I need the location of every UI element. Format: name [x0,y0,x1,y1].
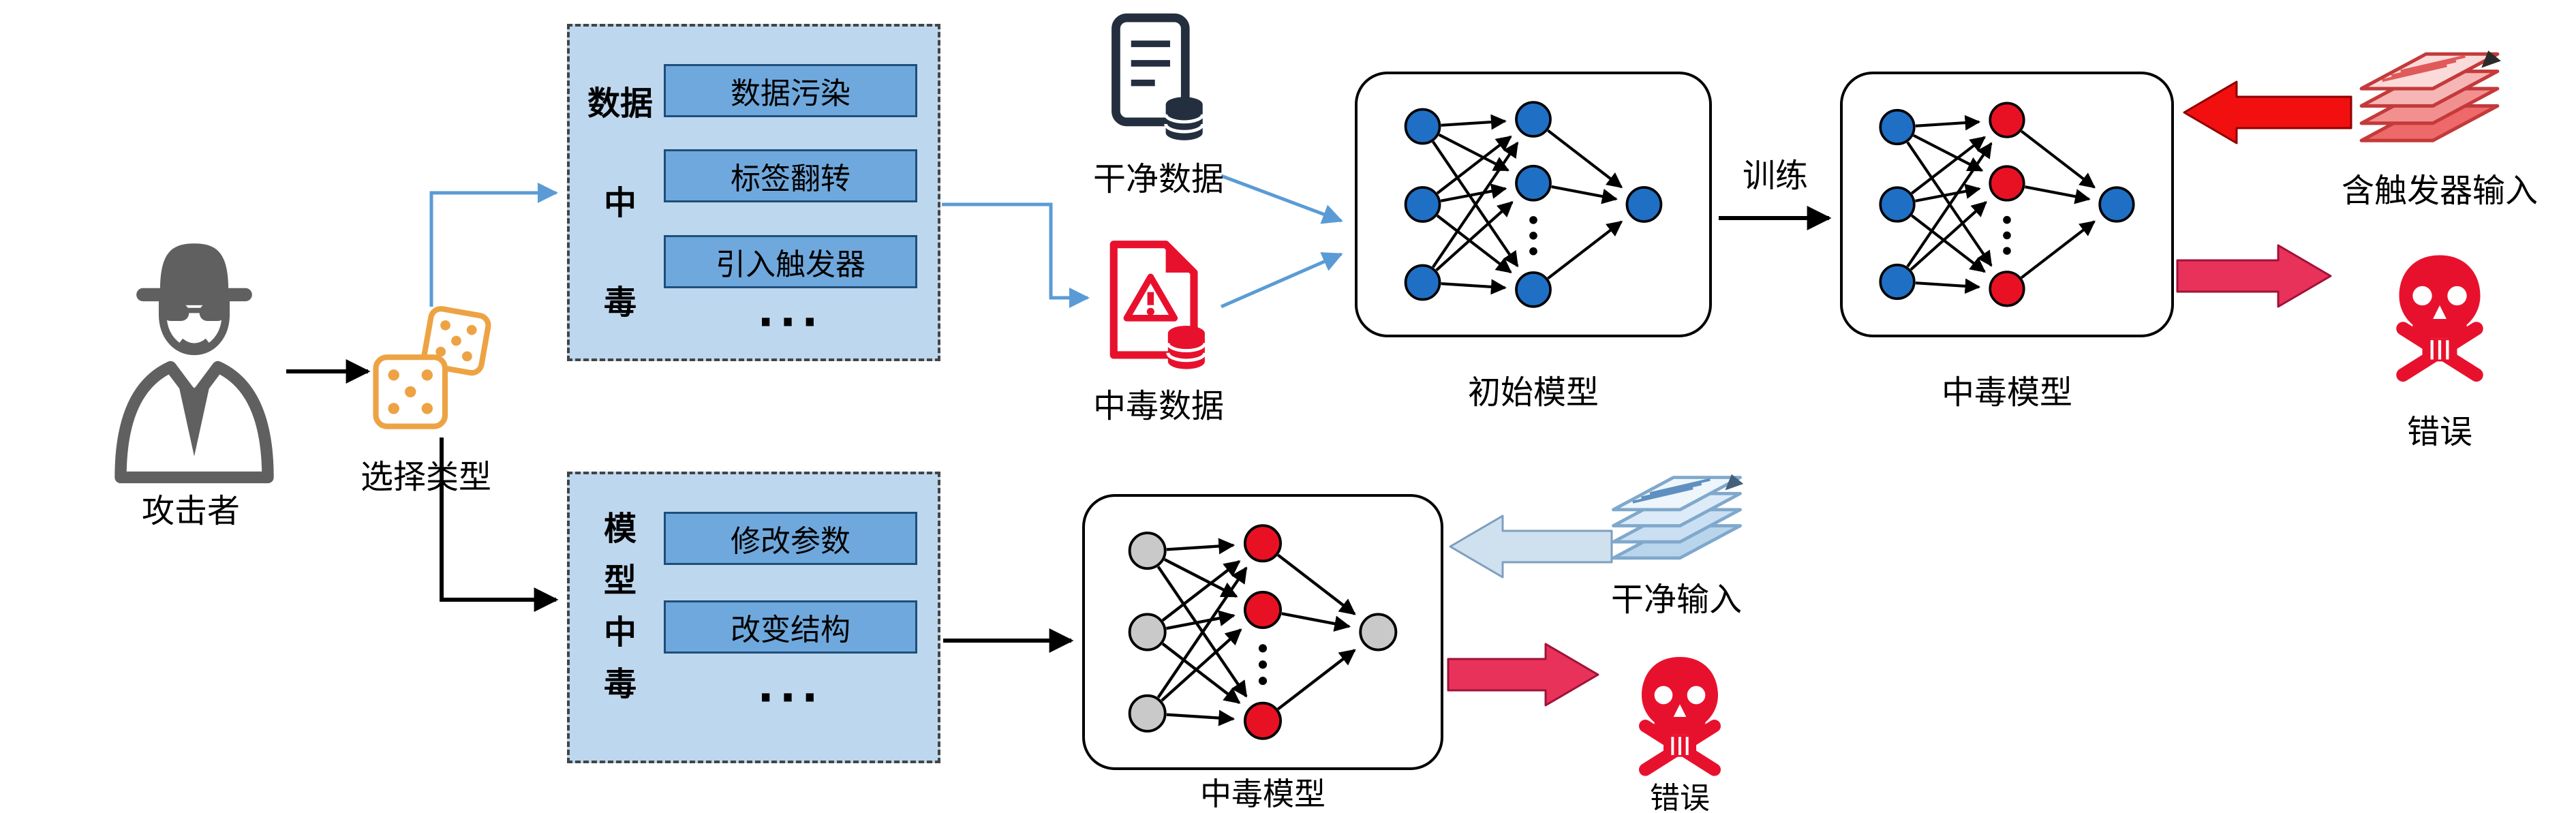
clean-data-label: 干净数据 [1092,160,1224,198]
poisoned-data-label: 中毒数据 [1092,387,1224,425]
poisoned-model-bottom-label: 中毒模型 [1200,776,1325,812]
model-poisoning-ellipsis: ··· [757,673,824,724]
data-poisoning-item-trigger: 引入触发器 [664,235,917,288]
model-poisoning-item-change-structure: 改变结构 [664,600,917,654]
data-poisoning-panel: 数据 中 毒 数据污染 标签翻转 引入触发器 ··· [567,24,940,361]
data-poisoning-ellipsis: ··· [757,298,824,348]
model-poisoning-title: 模 型 中 毒 [603,510,637,703]
train-label: 训练 [1742,157,1808,195]
error-top-label: 错误 [2406,413,2472,451]
attacker-label: 攻击者 [141,492,240,530]
poisoned-model-bottom-network [1082,494,1443,770]
data-poisoning-item-pollution: 数据污染 [664,64,917,117]
clean-data-document-icon [1099,10,1218,153]
clean-input-label: 干净输入 [1610,581,1742,619]
error-bottom-label: 错误 [1650,781,1710,813]
trigger-input-arrow [2183,80,2352,144]
clean-input-arrow [1449,515,1613,579]
poisoned-data-file-icon [1099,235,1218,382]
initial-model-network [1355,72,1712,337]
data-poisoning-item-label-flip: 标签翻转 [664,149,917,202]
model-poisoning-item-modify-params: 修改参数 [664,512,917,565]
arrow-dice-to-data-poisoning [429,183,558,307]
error-top-arrow [2176,244,2332,308]
trigger-input-label: 含触发器输入 [2341,172,2538,210]
data-poisoning-title: 数据 中 毒 [587,85,653,322]
trigger-input-papers-icon [2355,14,2504,160]
initial-model-label: 初始模型 [1467,373,1599,412]
error-bottom-arrow [1447,643,1599,707]
poisoned-model-top-label: 中毒模型 [1941,373,2072,412]
dice-icon [371,305,494,435]
model-poisoning-panel: 模 型 中 毒 修改参数 改变结构 ··· [567,472,940,763]
attacker-spy-icon [102,228,286,487]
select-type-label: 选择类型 [360,458,491,496]
poisoned-model-top-network [1840,72,2174,337]
skull-error-icon [1625,649,1734,785]
arrow-databox-to-poisoned-data [942,202,1090,308]
arrow-poisoned-data-to-initial-model [1220,252,1343,309]
skull-error-icon [2382,244,2498,394]
clean-input-papers-icon [1607,442,1747,574]
